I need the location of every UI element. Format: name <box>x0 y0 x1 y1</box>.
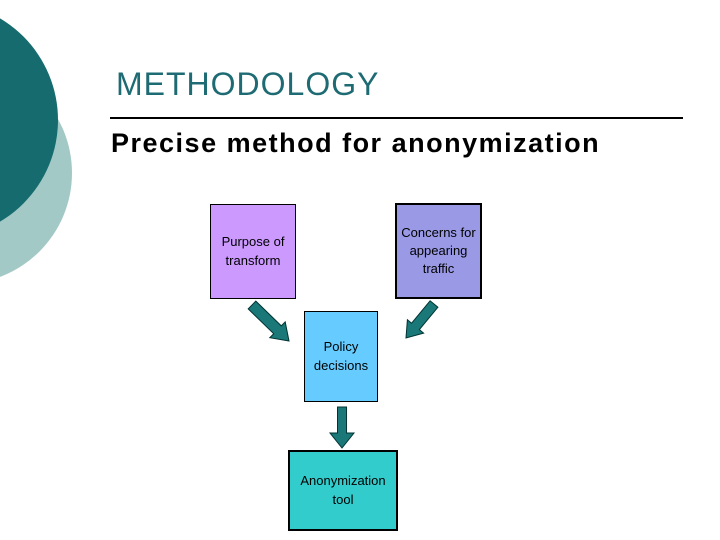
diagram-box-concerns: Concerns for appearing traffic <box>395 203 482 299</box>
diagram-box-anonymization: Anonymization tool <box>288 450 398 531</box>
arrow-concerns-to-policy-icon <box>405 300 439 339</box>
title-underline <box>110 117 683 119</box>
arrow-policy-to-tool-icon <box>328 406 356 449</box>
slide-title: METHODOLOGY <box>116 66 380 102</box>
diagram-box-policy: Policy decisions <box>304 311 378 402</box>
diagram-box-purpose: Purpose of transform <box>210 204 296 299</box>
arrow-purpose-to-policy-icon <box>247 300 290 342</box>
slide-subtitle: Precise method for anonymization <box>111 128 601 158</box>
